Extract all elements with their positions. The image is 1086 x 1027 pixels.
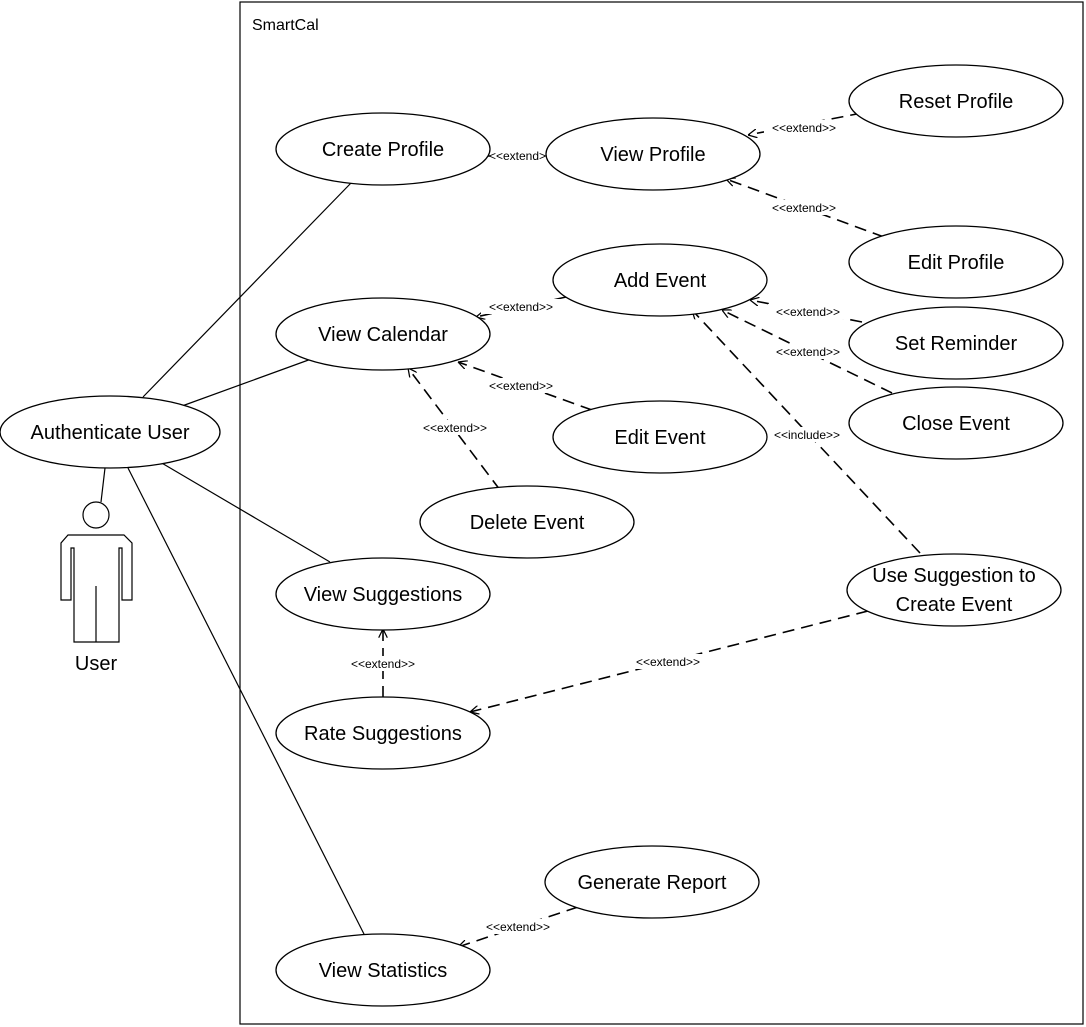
actor-name: User (75, 653, 118, 675)
view-suggestions-label: View Suggestions (304, 584, 463, 606)
use-case-set-reminder[interactable]: Set Reminder (848, 306, 1064, 380)
association-create-profile (142, 182, 352, 398)
use-case-close-event[interactable]: Close Event (848, 386, 1064, 460)
label-edit-view-profile: <<extend>> (772, 201, 836, 215)
use-case-delete-event[interactable]: Delete Event (419, 485, 635, 559)
view-profile-label: View Profile (600, 144, 705, 166)
view-calendar-label: View Calendar (318, 324, 448, 346)
label-rate-view-suggestions: <<extend>> (351, 657, 415, 671)
view-statistics-label: View Statistics (319, 960, 448, 982)
edit-event-label: Edit Event (614, 427, 706, 449)
use-case-add-event[interactable]: Add Event (552, 243, 768, 317)
actor-user-icon[interactable] (60, 501, 133, 643)
use-case-reset-profile[interactable]: Reset Profile (848, 64, 1064, 138)
label-generate-report-view-statistics: <<extend>> (486, 920, 550, 934)
use-case-create-profile[interactable]: Create Profile (275, 112, 491, 186)
close-event-label: Close Event (902, 413, 1010, 435)
label-edit-event-view-calendar: <<extend>> (489, 379, 553, 393)
add-event-label: Add Event (614, 270, 707, 292)
label-add-event-view-calendar: <<extend>> (489, 300, 553, 314)
use-case-edit-event[interactable]: Edit Event (552, 400, 768, 474)
use-suggestion-label-line1: Use Suggestion to (872, 565, 1035, 587)
association-actor (100, 467, 106, 503)
reset-profile-label: Reset Profile (899, 91, 1014, 113)
association-view-suggestions (159, 461, 331, 563)
rel-close-event-add-event (722, 310, 893, 394)
label-delete-event-view-calendar: <<extend>> (423, 421, 487, 435)
use-case-rate-suggestions[interactable]: Rate Suggestions (275, 696, 491, 770)
generate-report-label: Generate Report (578, 872, 727, 894)
rate-suggestions-label: Rate Suggestions (304, 723, 462, 745)
use-suggestion-label-line2: Create Event (896, 594, 1013, 616)
rel-edit-event-view-calendar (458, 362, 593, 411)
use-case-view-calendar[interactable]: View Calendar (275, 297, 491, 371)
edit-profile-label: Edit Profile (908, 252, 1005, 274)
use-case-generate-report[interactable]: Generate Report (544, 845, 760, 919)
association-view-statistics (127, 467, 367, 939)
label-use-suggestion-rate: <<extend>> (636, 655, 700, 669)
create-profile-label: Create Profile (322, 139, 444, 161)
label-create-view-profile: <<extend>> (489, 149, 553, 163)
association-view-calendar (181, 357, 315, 407)
authenticate-user-label: Authenticate User (31, 422, 190, 444)
label-set-reminder-add-event: <<extend>> (776, 305, 840, 319)
use-case-view-profile[interactable]: View Profile (545, 117, 761, 191)
use-case-view-suggestions[interactable]: View Suggestions (275, 557, 491, 631)
set-reminder-label: Set Reminder (895, 333, 1018, 355)
delete-event-label: Delete Event (470, 512, 585, 534)
label-close-event-add-event: <<extend>> (776, 345, 840, 359)
label-reset-view-profile: <<extend>> (772, 121, 836, 135)
use-case-authenticate-user[interactable]: Authenticate User (0, 395, 221, 469)
rel-use-suggestion-rate (470, 610, 869, 712)
rel-use-suggestion-add-event (692, 310, 921, 554)
use-case-view-statistics[interactable]: View Statistics (275, 933, 491, 1007)
use-case-use-suggestion-to-create-event[interactable]: Use Suggestion to Create Event (846, 553, 1062, 627)
label-edit-event-include: <<include>> (774, 428, 840, 442)
system-boundary (239, 1, 1084, 1025)
use-case-edit-profile[interactable]: Edit Profile (848, 225, 1064, 299)
system-name: SmartCal (252, 17, 319, 34)
